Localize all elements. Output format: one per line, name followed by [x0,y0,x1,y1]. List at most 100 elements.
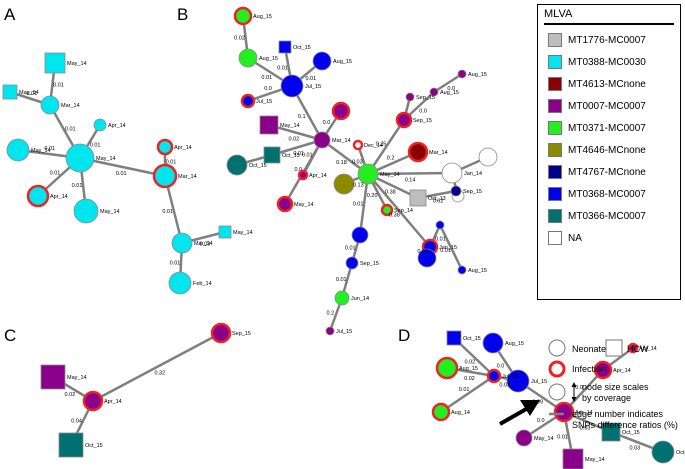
node-label: May_14 [294,202,314,208]
edge-label: 0.01 [417,249,428,255]
edge-label: 0.01 [293,151,304,157]
node-label: May_14 [96,156,116,162]
size-scale-icon [548,383,566,401]
node-circle [407,141,429,163]
node-circle [152,163,178,189]
edge-line [440,374,495,414]
edge-label: 0.38 [385,189,396,195]
node-circle [553,401,575,423]
edge-label: 0.01 [277,66,288,72]
node-label: Jul_15 [531,379,547,385]
edge-line [367,171,453,176]
edge-label: 0.0 [575,385,583,391]
node-circle [395,111,413,129]
node-label: Sep_14 [394,208,413,214]
node-circle [435,220,445,230]
edge-label: 0.01 [26,91,37,97]
legend-item: NA [548,229,582,247]
node-label: May_14 [233,230,253,236]
node-label: Jul_15 [305,84,321,90]
node-label: Dec_14 [364,143,383,149]
edge-line [367,173,431,248]
node-label: Apr_14 [639,346,657,352]
labels-layer: 0.01 0.01 0.01 0.01 0.01 0.01 0.01 0.01 0.01 0.01… [19,14,685,463]
legend-swatch [548,99,562,113]
legend-item-label: MT0388-MC0030 [568,56,646,68]
node-label: Mar_14 [429,150,448,156]
node-square [2,84,18,100]
edge-line [92,331,222,403]
legend-item-label: NA [568,232,582,244]
node-circle [210,322,232,344]
edge-line [438,224,464,271]
edge-label: 0.1 [298,114,306,120]
edge-label: 0.0 [447,86,455,92]
edge-label: 0.03 [352,159,363,165]
legend-item: MT1776-MC0007 [548,31,646,49]
node-circle [65,143,95,173]
legend-item: MT4613-MCnone [548,75,646,93]
node-label: Sep_15 [416,95,435,101]
node-label: Apr_14 [174,145,192,151]
legend-swatch [548,143,562,157]
nodes-layer [2,6,675,469]
edge-label: 0.01 [170,261,181,267]
edge-label: 0.25 [376,142,387,148]
edge-label: 0.0 [419,108,427,114]
node-label: Mar_14 [194,241,213,247]
node-label: Sep_15 [360,261,379,267]
legend-item: MT4646-MCnone [548,141,646,159]
node-circle [357,163,379,185]
legend-item: MT4767-MCnone [548,163,646,181]
edge-label: 0.01 [65,127,76,133]
node-circle [312,51,332,71]
node-label: Aug_15 [468,268,487,274]
node-circle [82,390,104,412]
node-label: May_14 [31,148,51,154]
node-circle [93,118,107,132]
legend-item: MT0388-MC0030 [548,53,646,71]
node-label: Aug_15 [259,56,278,62]
edge-label: 0.01 [305,76,316,82]
node-circle [593,360,613,380]
node-label: May_14 [280,123,300,129]
edge-label: 0.03 [580,426,591,432]
node-circle [331,101,351,121]
node-square [58,432,84,458]
legend-item-label: MT4646-MCnone [568,144,646,156]
node-circle [352,139,364,151]
legend-item-label: MT0007-MC0007 [568,100,646,112]
edge-label: 0.03 [200,241,211,247]
node-label: May_14 [585,457,605,463]
infection-ring-icon [548,360,566,378]
node-circle [240,93,256,109]
edge-label: 0.01 [50,171,61,177]
edge-label: 0.2 [327,310,335,316]
node-label: Mar_14 [332,138,351,144]
node-label: Mar_14 [61,103,80,109]
node-label: Apr_14 [104,399,122,405]
edge-label: 0.01 [166,160,177,166]
node-circle [26,184,50,208]
node-label: Oct_15 [463,336,481,342]
node-circle [515,429,533,447]
edge-line [433,72,463,94]
node-label: Apr_14 [613,368,631,374]
node-circle [334,290,350,306]
edge-label: 0.20 [367,193,378,199]
node-square [263,146,281,164]
node-label: Apr_14 [575,410,593,416]
panel-letter-d: D [398,326,410,345]
node-circle [226,154,248,176]
node-label: Jan_15 [439,245,457,251]
edge-label: 0.01 [353,202,364,208]
node-square [409,189,427,207]
edge-label: 0.01 [440,248,451,254]
edge-label: 0.14 [405,177,416,183]
legend-swatch [548,55,562,69]
node-label: Aug_15 [333,59,352,65]
node-square [218,225,232,239]
edge-line [366,119,406,175]
hcw-label: HCW [627,344,649,354]
